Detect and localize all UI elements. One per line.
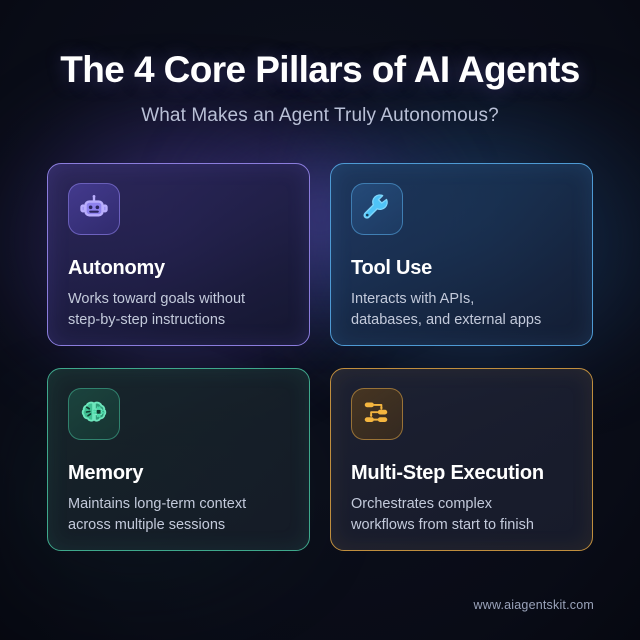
pillar-title-memory: Memory [68, 462, 144, 484]
pillar-title-multi-step-execution: Multi-Step Execution [351, 462, 544, 484]
pillar-card-autonomy[interactable]: Autonomy Works toward goals without step… [47, 163, 310, 346]
pillar-description-tool-use: Interacts with APIs, databases, and exte… [351, 291, 542, 329]
page-title: The 4 Core Pillars of AI Agents [60, 49, 580, 90]
header: The 4 Core Pillars of AI Agents What Mak… [0, 0, 640, 127]
pillar-card-multi-step-execution[interactable]: Multi-Step Execution Orchestrates comple… [330, 368, 593, 551]
footer-url: www.aiagentskit.com [473, 598, 594, 612]
pillar-description-autonomy: Works toward goals without step-by-step … [68, 291, 246, 329]
pillar-description-multi-step-execution: Orchestrates complex workflows from star… [351, 496, 534, 534]
pillar-card-tool-use[interactable]: Tool Use Interacts with APIs, databases,… [330, 163, 593, 346]
pillar-card-grid: Autonomy Works toward goals without step… [47, 163, 593, 551]
wrench-icon [351, 183, 403, 235]
page-subtitle: What Makes an Agent Truly Autonomous? [141, 104, 499, 126]
robot-icon [68, 183, 120, 235]
pillar-description-memory: Maintains long-term context across multi… [68, 496, 247, 534]
pillar-title-autonomy: Autonomy [68, 257, 165, 279]
workflow-icon [351, 388, 403, 440]
brain-chip-icon [68, 388, 120, 440]
pillar-card-memory[interactable]: Memory Maintains long-term context acros… [47, 368, 310, 551]
pillar-title-tool-use: Tool Use [351, 257, 432, 279]
